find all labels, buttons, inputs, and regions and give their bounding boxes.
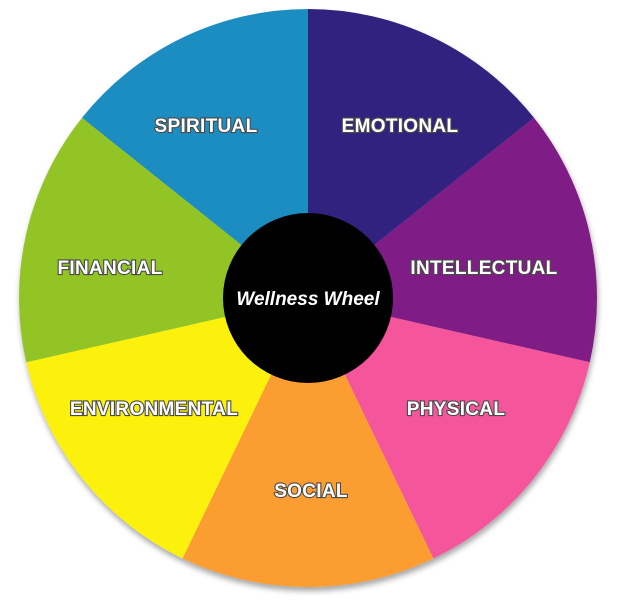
wheel-segment-labels: EMOTIONAL INTELLECTUAL PHYSICAL SOCIAL ENVIR… — [56, 115, 558, 503]
segment-label-intellectual: INTELLECTUAL — [410, 258, 557, 279]
segment-physical — [308, 298, 590, 559]
segment-emotional — [308, 9, 534, 298]
segment-social — [182, 298, 434, 587]
wheel-body — [19, 9, 597, 587]
wheel-center-circle — [223, 213, 393, 383]
wheel-center-label: Wellness Wheel — [236, 289, 380, 310]
segment-label-environmental: ENVIRONMENTAL — [70, 399, 238, 420]
segment-label-physical: PHYSICAL — [407, 399, 506, 420]
segment-spiritual — [82, 9, 308, 298]
segment-label-social: SOCIAL — [274, 481, 348, 502]
segment-label-financial: FINANCIAL — [57, 258, 162, 279]
segment-label-emotional: EMOTIONAL — [342, 116, 459, 137]
segment-environmental — [26, 298, 308, 559]
segment-label-spiritual: SPIRITUAL — [155, 116, 258, 137]
